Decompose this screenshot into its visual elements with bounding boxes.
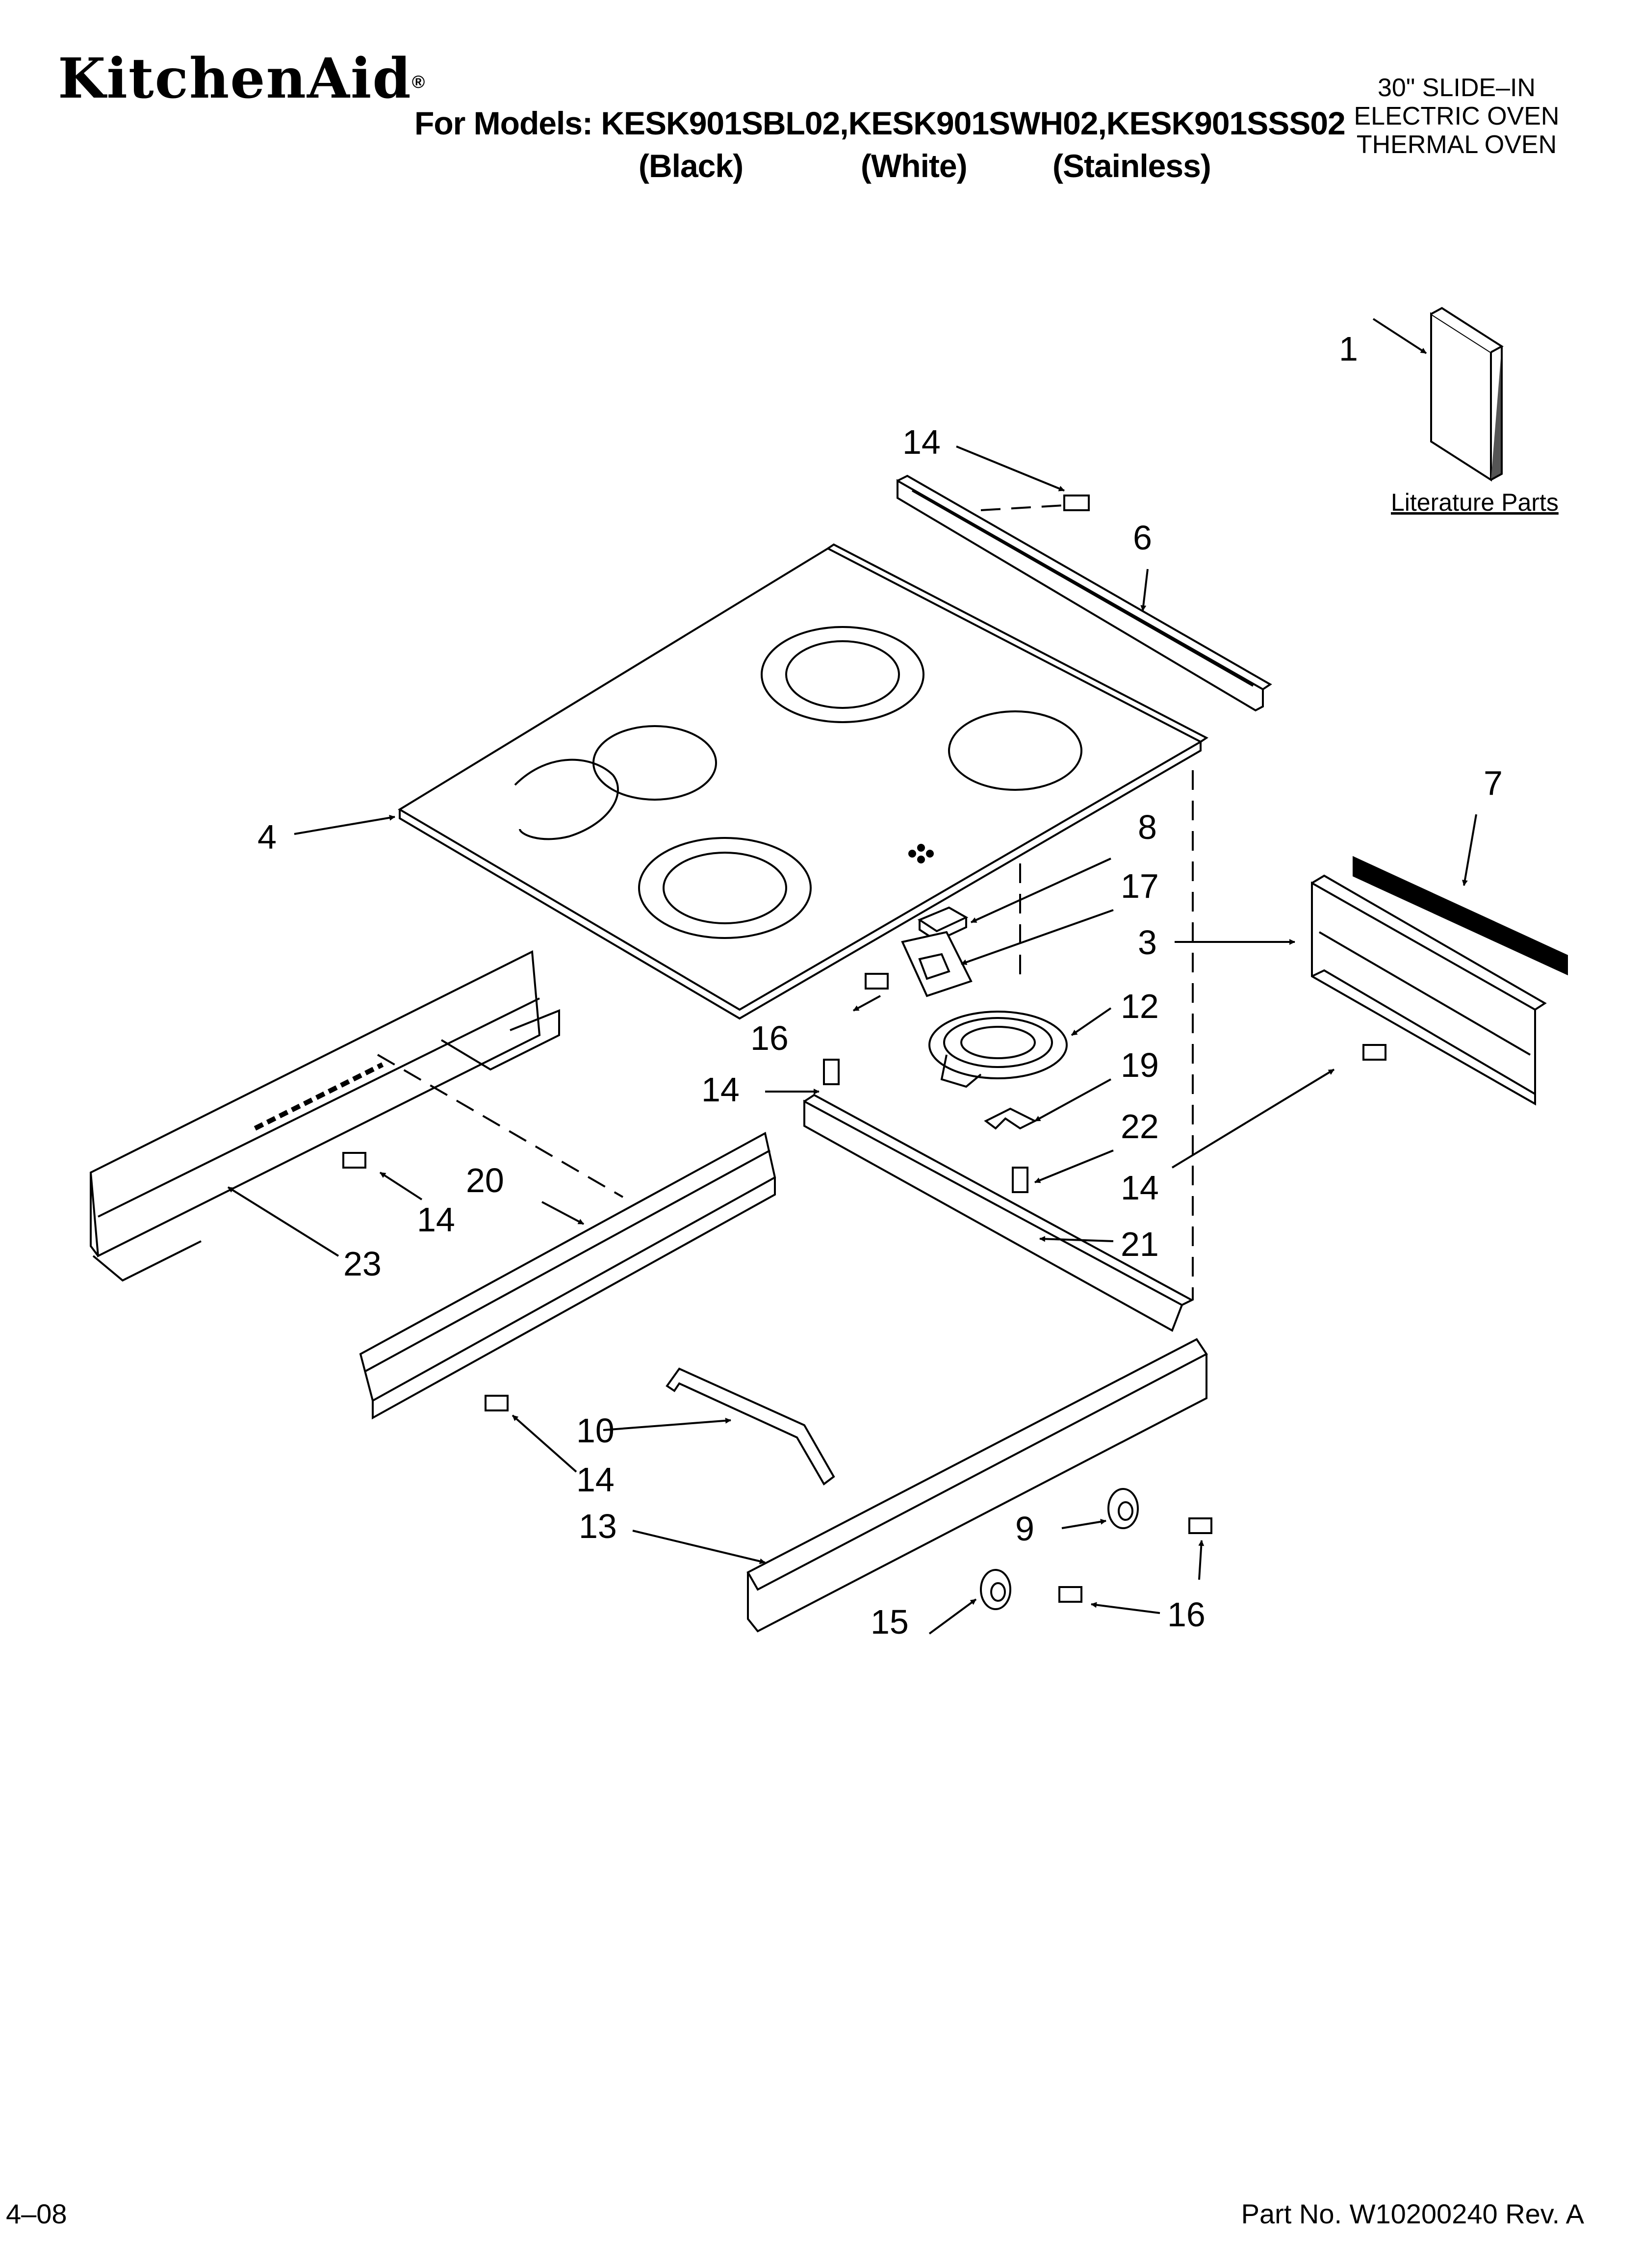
callout-17: 17 — [1121, 867, 1159, 905]
surface-element — [928, 1011, 1068, 1088]
callout-10: 10 — [576, 1411, 615, 1450]
handle-bracket — [666, 1367, 835, 1486]
literature-booklet — [1430, 307, 1504, 482]
product-line-3: THERMAL OVEN — [1356, 130, 1557, 159]
callout-6: 6 — [1133, 519, 1152, 557]
callout-16-mid: 16 — [750, 1019, 789, 1057]
center-support — [803, 1094, 1194, 1332]
leader-arrows — [227, 318, 1477, 1635]
callout-12: 12 — [1121, 987, 1159, 1025]
callout-4: 4 — [257, 818, 277, 856]
callout-21: 21 — [1121, 1225, 1159, 1263]
callout-7: 7 — [1484, 764, 1503, 802]
callout-14-mid: 14 — [701, 1070, 740, 1109]
callout-23: 23 — [343, 1245, 382, 1283]
side-bracket-right — [1311, 874, 1547, 1106]
date-code: 4–08 — [6, 2198, 67, 2229]
screws — [342, 495, 1386, 1603]
element-clip — [984, 1107, 1037, 1130]
bottom-front-rail — [746, 1338, 1208, 1633]
callout-9: 9 — [1015, 1510, 1034, 1548]
glass-cooktop — [398, 543, 1208, 1020]
callout-15: 15 — [871, 1603, 909, 1641]
variant-stainless: (Stainless) — [1052, 148, 1211, 184]
callout-20: 20 — [466, 1161, 504, 1199]
callout-13: 13 — [579, 1507, 617, 1545]
brand-name: KitchenAid — [58, 47, 412, 111]
rear-trim — [897, 474, 1272, 712]
callout-19: 19 — [1121, 1046, 1159, 1084]
brand-logo: KitchenAid® — [58, 52, 426, 106]
callout-14-left: 14 — [417, 1200, 455, 1239]
callout-14-right: 14 — [1121, 1169, 1159, 1207]
callout-labels: 1 14 6 7 8 4 17 3 12 16 19 14 22 14 20 1… — [257, 330, 1503, 1641]
models-line: For Models: KESK901SBL02,KESK901SWH02,KE… — [414, 105, 1346, 141]
leveling-leg-15 — [980, 1569, 1011, 1610]
trim-strip — [1353, 856, 1568, 976]
switch-bracket — [901, 931, 973, 997]
callout-14-top: 14 — [902, 423, 941, 461]
callout-14-bottom: 14 — [576, 1460, 615, 1499]
assembly-lines — [377, 504, 1194, 1300]
leveling-leg-9 — [1107, 1488, 1139, 1529]
literature-parts-label: Literature Parts — [1391, 489, 1559, 516]
registered-mark: ® — [411, 72, 426, 92]
product-line-1: 30" SLIDE–IN — [1378, 74, 1536, 102]
product-line-2: ELECTRIC OVEN — [1354, 102, 1560, 130]
product-description: 30" SLIDE–IN ELECTRIC OVEN THERMAL OVEN — [1329, 74, 1584, 159]
variant-black: (Black) — [639, 148, 744, 184]
front-frame-rail — [359, 1131, 776, 1420]
callout-16-bottom: 16 — [1167, 1595, 1206, 1634]
callout-1: 1 — [1339, 330, 1358, 368]
callout-3: 3 — [1138, 923, 1157, 962]
callout-22: 22 — [1121, 1107, 1159, 1146]
callout-8: 8 — [1138, 808, 1157, 846]
variant-white: (White) — [861, 148, 968, 184]
side-panel-left — [89, 950, 560, 1282]
part-number: Part No. W10200240 Rev. A — [1241, 2198, 1584, 2229]
